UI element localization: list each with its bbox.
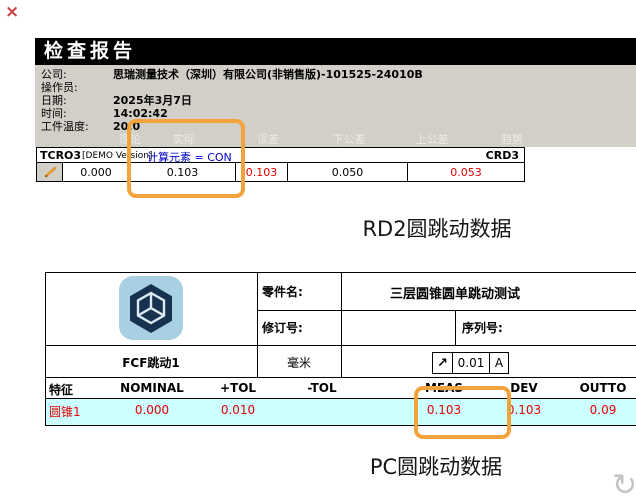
value-upper-tol: 0.053 xyxy=(450,165,482,179)
divider xyxy=(46,377,636,378)
datum-box: A xyxy=(489,352,509,374)
info-value-time: 14:02:42 xyxy=(113,107,168,120)
pencil-cell xyxy=(37,163,63,181)
col-header-lower-tol: 下公差 xyxy=(332,133,366,146)
info-label-date: 日期: xyxy=(41,94,67,107)
tolerance-value-box: 0.01 xyxy=(452,352,490,374)
feature-id-left: TCRO3 xyxy=(40,149,82,162)
demo-version-tag: [DEMO Version] xyxy=(82,151,153,161)
info-row-time: 时间: 14:02:42 xyxy=(41,107,168,120)
pc-report-table: 零件名: 三层圆锥圆单跳动测试 修订号: 序列号: FCF跳动1 毫米 ↗ 0.… xyxy=(45,272,636,426)
info-label-time: 时间: xyxy=(41,107,67,120)
result-row-background xyxy=(46,399,636,425)
serial-label: 序列号: xyxy=(462,321,503,335)
value-actual: 0.103 xyxy=(130,163,236,181)
pc-value-dev: 0.103 xyxy=(506,403,542,417)
part-logo xyxy=(118,275,184,341)
runout-symbol-box: ↗ xyxy=(432,352,453,374)
info-value-date: 2025年3月7日 xyxy=(113,94,192,107)
info-label-temperature: 工件温度: xyxy=(41,120,89,133)
pc-value-meas: 0.103 xyxy=(426,403,462,417)
revision-label: 修订号: xyxy=(262,321,303,335)
pc-col-dev: DEV xyxy=(510,381,538,395)
calc-element-formula: 计算元素 = CON xyxy=(147,151,232,164)
info-label-operator: 操作员: xyxy=(41,81,78,94)
value-lower-tol: 0.050 xyxy=(288,163,408,181)
result-values-row: 0.000 0.103 0.103 0.050 0.053 xyxy=(37,163,524,181)
col-header-actual: 实际 xyxy=(173,133,195,146)
pc-value-plus-tol: 0.010 xyxy=(220,403,256,417)
report-title: 检查报告 xyxy=(44,40,137,62)
broken-image-icon: × xyxy=(5,2,20,22)
pc-col-feature: 特征 xyxy=(49,383,74,397)
report-info-panel: 公司: 思瑞测量技术（深圳）有限公司(非销售版)-101525-24010B 操作… xyxy=(35,65,636,147)
col-header-trend: 趋势 xyxy=(501,133,523,146)
pc-col-plus-tol: +TOL xyxy=(219,381,257,395)
divider xyxy=(455,310,456,345)
highlight-meas-annotation xyxy=(414,386,511,439)
runout-arrow-icon: ↗ xyxy=(437,355,448,371)
feature-header-row: TCRO3 [DEMO Version] 计算元素 = CON CRD3 xyxy=(37,148,524,164)
part-name-value: 三层圆锥圆单跳动测试 xyxy=(389,287,521,302)
tolerance-value: 0.01 xyxy=(457,356,485,370)
report-title-bar: 检查报告 xyxy=(35,38,636,65)
info-label-company: 公司: xyxy=(41,68,67,81)
unit-label: 毫米 xyxy=(286,356,312,370)
col-header-error: 误差 xyxy=(257,133,279,146)
part-name-label: 零件名: xyxy=(262,285,303,299)
value-error: 0.103 xyxy=(236,163,288,181)
highlight-actual-annotation xyxy=(127,119,245,198)
pc-value-outtol: 0.09 xyxy=(589,403,617,417)
pencil-icon xyxy=(44,166,56,178)
divider xyxy=(257,310,636,311)
col-header-upper-tol: 上公差 xyxy=(415,133,449,146)
pc-col-nominal: NOMINAL xyxy=(120,381,184,395)
divider xyxy=(257,273,258,377)
pc-value-nominal: 0.000 xyxy=(134,403,170,417)
divider xyxy=(46,398,636,399)
pc-col-minus-tol: -TOL xyxy=(307,381,337,395)
cube-logo-icon xyxy=(119,276,183,340)
datum-label: A xyxy=(494,356,504,370)
caption-rd2: RD2圆跳动数据 xyxy=(362,217,512,241)
info-row-operator: 操作员: xyxy=(41,81,113,94)
info-row-company: 公司: 思瑞测量技术（深圳）有限公司(非销售版)-101525-24010B xyxy=(41,68,423,81)
info-row-temperature: 工件温度:20.0 xyxy=(41,120,140,133)
feature-id-right: CRD3 xyxy=(485,149,519,162)
value-theoretical: 0.000 xyxy=(63,163,130,181)
report-result-table: TCRO3 [DEMO Version] 计算元素 = CON CRD3 0.0… xyxy=(36,147,525,182)
info-row-date: 日期: 2025年3月7日 xyxy=(41,94,192,107)
fcf-title: FCF跳动1 xyxy=(122,356,180,370)
refresh-icon[interactable]: ↻ xyxy=(612,468,636,503)
pc-col-outtol: OUTTO xyxy=(579,381,627,395)
divider xyxy=(341,273,342,377)
caption-pc: PC圆跳动数据 xyxy=(369,455,503,479)
info-value-company: 思瑞测量技术（深圳）有限公司(非销售版)-101525-24010B xyxy=(113,68,423,81)
pc-value-feature: 圆锥1 xyxy=(49,405,81,419)
